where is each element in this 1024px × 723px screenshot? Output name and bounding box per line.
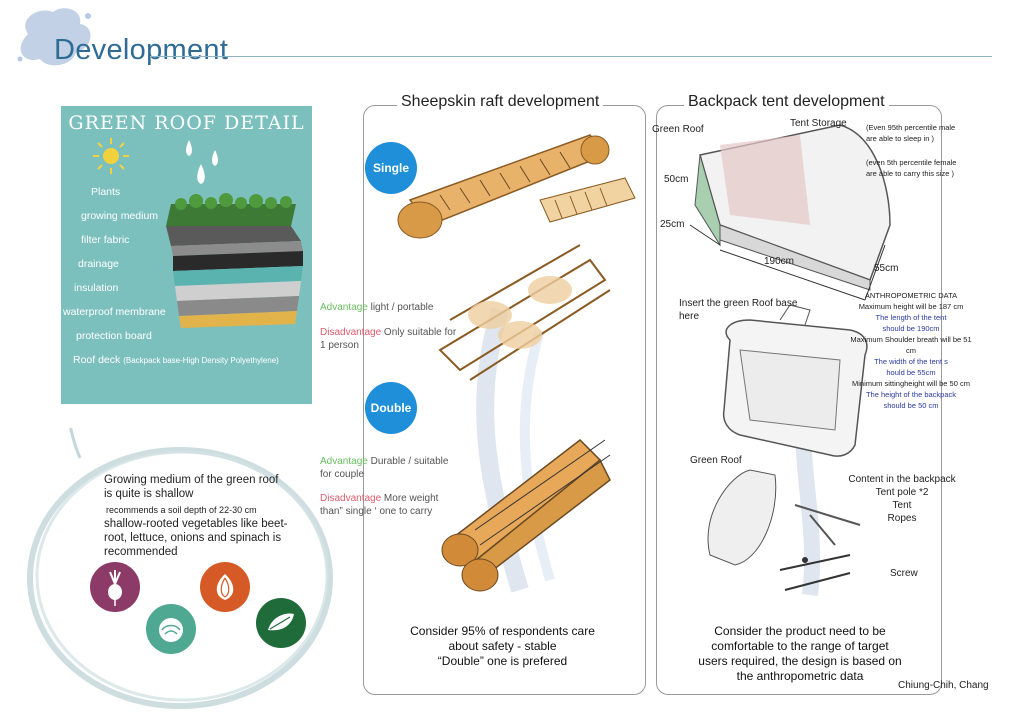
raft-conclusion-line-3: “Double” one is prefered — [437, 654, 568, 668]
green-roof-panel: GREEN ROOF DETAIL — [61, 106, 312, 404]
layer-label-plants: Plants — [91, 186, 121, 198]
raft-sketches — [397, 134, 636, 593]
raft-conclusion: Consider 95% of respondents care about s… — [390, 624, 615, 669]
anthro-title: ANTHROPOMETRIC DATA — [864, 291, 958, 300]
double-disadvantage-text: More weight — [381, 493, 439, 504]
sun-icon — [93, 138, 129, 174]
tent-conclusion-line-1: Consider the product need to be — [714, 624, 886, 638]
double-advantage-text: Durable / suitable — [367, 456, 449, 467]
anthro-line-8: The height of the backpack — [865, 390, 957, 399]
ink-splash-decoration — [17, 8, 91, 66]
layer-label-growing-medium: growing medium — [81, 210, 159, 222]
soil-line-1: Growing medium of the green roof — [104, 474, 279, 486]
tent-conclusion: Consider the product need to be comforta… — [680, 624, 920, 684]
double-disadvantage-text-2: than” single ‘ one to carry — [320, 506, 433, 517]
single-raft-badge: Single — [365, 142, 417, 194]
tent-green-roof-label: Green Roof — [652, 124, 704, 135]
green-roof-layers-illustration — [166, 193, 303, 328]
soil-line-5: root, lettuce, onions and spinach is — [104, 532, 282, 544]
insert-roof-note: Insert the green Roof base here — [679, 297, 797, 323]
layer-label-waterproof-membrane: waterproof membrane — [63, 306, 166, 318]
green-roof-title: GREEN ROOF DETAIL — [68, 112, 305, 134]
contents-line-3: Tent — [892, 500, 912, 511]
layer-label-roof-deck: Roof deck (Backpack base-High Density Po… — [73, 354, 279, 366]
soil-line-3: recommends a soil depth of 22-30 cm — [106, 505, 257, 515]
contents-line-1: Content in the backpack — [848, 474, 956, 485]
roof-deck-note: (Backpack base-High Density Polyethylene… — [123, 356, 279, 365]
anthro-line-2: The length of the tent — [875, 313, 947, 322]
note-95-line-2: are able to sleep in ) — [866, 134, 934, 143]
single-disadvantage-text-2: 1 person — [320, 340, 359, 351]
double-advantage-text-2: for couple — [320, 469, 364, 480]
screw-label: Screw — [890, 568, 918, 579]
contents-line-2: Tent pole *2 — [875, 487, 929, 498]
page-title: Development — [54, 34, 229, 66]
single-advantage: Advantage light / portable — [320, 301, 433, 314]
anthropometric-data: ANTHROPOMETRIC DATA Maximum height will … — [846, 290, 976, 411]
onion-icon — [200, 562, 250, 612]
note-5-line-2: are able to carry this size ) — [866, 169, 954, 178]
beetroot-icon — [90, 562, 140, 612]
dimension-55cm: 55cm — [874, 263, 899, 274]
double-raft-badge: Double — [365, 382, 417, 434]
raft-section-title: Sheepskin raft development — [397, 93, 604, 111]
anthro-line-9: should be 50 cm — [883, 401, 939, 410]
backpack-contents: Content in the backpack Tent pole *2 Ten… — [846, 473, 958, 525]
roof-deck-label: Roof deck — [73, 354, 121, 366]
insert-roof-line-1: Insert the green Roof base — [679, 298, 798, 309]
dimension-50cm: 50cm — [664, 174, 689, 185]
spinach-icon — [256, 598, 306, 648]
layer-label-filter-fabric: filter fabric — [81, 234, 130, 246]
tent-storage-label: Tent Storage — [790, 118, 847, 129]
dimension-25cm: 25cm — [660, 219, 685, 230]
single-disadvantage-text: Only suitable for — [381, 327, 457, 338]
layer-label-insulation: insulation — [74, 282, 119, 294]
tent-conclusion-line-4: the anthropometric data — [736, 669, 864, 683]
dimension-190cm: 190cm — [764, 256, 795, 267]
double-advantage: Advantage Durable / suitable for couple — [320, 455, 448, 481]
contents-line-4: Ropes — [887, 513, 917, 524]
tent-section-title: Backpack tent development — [684, 93, 889, 111]
single-disadvantage: Disadvantage Only suitable for 1 person — [320, 326, 456, 352]
soil-line-6: recommended — [104, 546, 178, 558]
note-5-line-1: (even 5th percentile female — [866, 158, 957, 167]
note-5-percentile: (even 5th percentile female are able to … — [866, 157, 956, 179]
soil-line-2: is quite is shallow — [104, 488, 194, 500]
rain-drops-icon — [186, 140, 218, 184]
anthro-line-3: should be 190cm — [882, 324, 940, 333]
note-95-percentile: (Even 95th percentile male are able to s… — [866, 122, 955, 144]
disadvantage-word: Disadvantage — [320, 327, 382, 338]
insert-roof-line-2: here — [679, 311, 700, 322]
soil-line-4: shallow-rooted vegetables like beet- — [104, 518, 288, 530]
layer-label-protection-board: protection board — [76, 330, 152, 342]
anthro-line-4: Maximum Shoulder breath will be 51 cm — [850, 335, 972, 355]
note-95-line-1: (Even 95th percentile male — [866, 123, 956, 132]
author-signature: Chiung-Chih, Chang — [898, 680, 989, 691]
anthro-line-5: The width of the tent s — [874, 357, 948, 366]
raft-conclusion-line-2: about safety - stable — [448, 639, 557, 653]
disadvantage-word: Disadvantage — [320, 493, 382, 504]
anthro-line-1: Maximum height will be 187 cm — [858, 302, 964, 311]
advantage-word: Advantage — [320, 302, 368, 313]
anthro-line-6: hould be 55cm — [886, 368, 936, 377]
lettuce-icon — [146, 604, 196, 654]
anthro-line-7: Minimum sittingheight will be 50 cm — [852, 379, 970, 388]
advantage-word: Advantage — [320, 456, 368, 467]
tent-conclusion-line-3: users required, the design is based on — [698, 654, 902, 668]
title-divider — [150, 56, 992, 57]
double-disadvantage: Disadvantage More weight than” single ‘ … — [320, 492, 438, 518]
folded-green-roof-label: Green Roof — [690, 455, 742, 466]
raft-conclusion-line-1: Consider 95% of respondents care — [410, 624, 595, 638]
tent-conclusion-line-2: comfortable to the range of target — [711, 639, 889, 653]
tent-sketches — [689, 124, 891, 596]
single-advantage-text: light / portable — [367, 302, 434, 313]
soil-circle-frame — [27, 428, 333, 709]
layer-label-drainage: drainage — [78, 258, 119, 270]
